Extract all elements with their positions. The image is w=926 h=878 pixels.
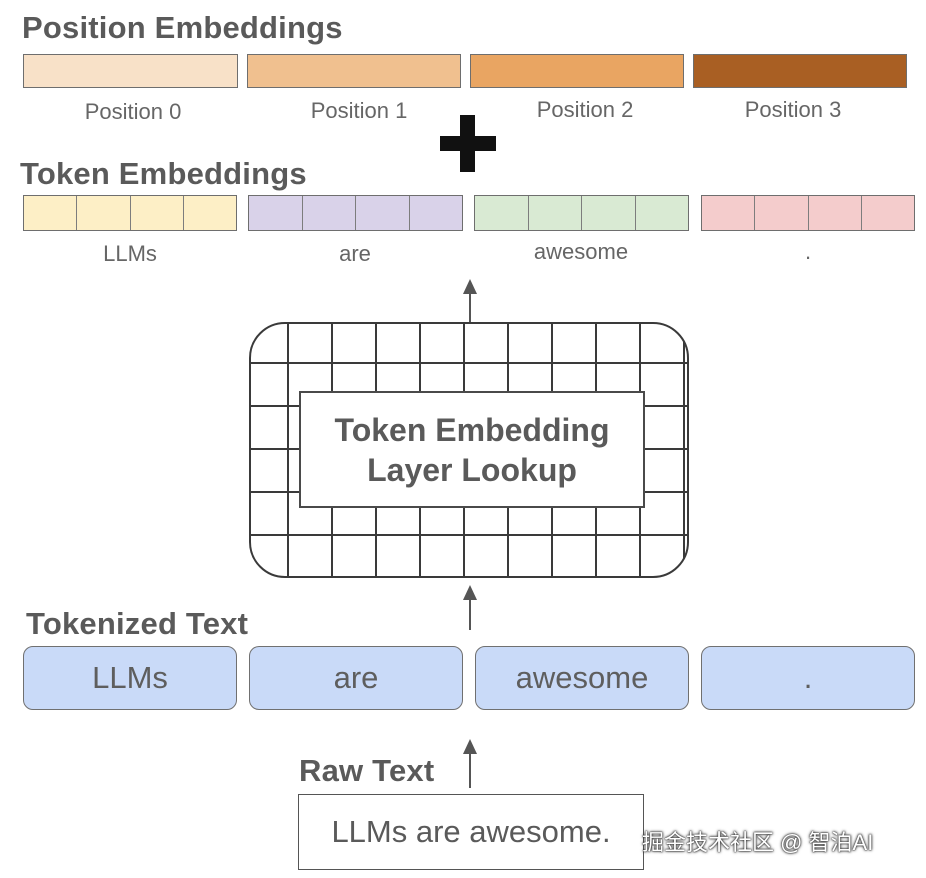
- token-box-2: awesome: [475, 646, 689, 710]
- token-embeddings-title: Token Embeddings: [20, 156, 307, 191]
- token-embedding-label-3: .: [804, 239, 812, 264]
- position-label-0: Position 0: [84, 99, 182, 124]
- token-embedding-group-3: [701, 195, 915, 231]
- watermark: 掘金技术社区 @ 智泊AI: [642, 830, 874, 855]
- token-embedding-group-0: [23, 195, 237, 231]
- token-embedding-label-2: awesome: [533, 239, 629, 264]
- lookup-label-box: Token Embedding Layer Lookup: [299, 391, 645, 508]
- token-embedding-group-2: [474, 195, 689, 231]
- raw-text-box: LLMs are awesome.: [298, 794, 644, 870]
- position-embedding-bar-1: [247, 54, 461, 88]
- tokenized-text-title: Tokenized Text: [26, 606, 249, 641]
- position-embeddings-title: Position Embeddings: [22, 10, 343, 45]
- token-box-1: are: [249, 646, 463, 710]
- position-label-2: Position 2: [536, 97, 634, 122]
- position-embedding-bar-2: [470, 54, 684, 88]
- arrow-up-icon: [463, 585, 477, 630]
- arrow-up-icon: [463, 279, 477, 322]
- arrow-up-icon: [463, 739, 477, 788]
- position-label-1: Position 1: [310, 98, 408, 123]
- token-embedding-group-1: [248, 195, 463, 231]
- lookup-label-line-1: Token Embedding: [334, 411, 610, 448]
- token-box-0: LLMs: [23, 646, 237, 710]
- position-embedding-bar-0: [23, 54, 238, 88]
- position-embedding-bar-3: [693, 54, 907, 88]
- raw-text-title: Raw Text: [299, 753, 435, 788]
- position-label-3: Position 3: [744, 97, 842, 122]
- token-embedding-label-0: LLMs: [103, 241, 157, 266]
- token-box-3: .: [701, 646, 915, 710]
- token-embedding-label-1: are: [339, 241, 371, 266]
- lookup-label-line-2: Layer Lookup: [367, 451, 577, 488]
